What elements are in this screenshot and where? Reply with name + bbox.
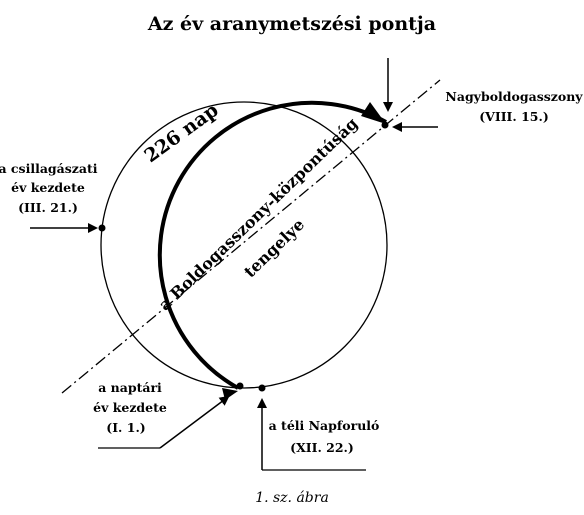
naptari-date: (I. 1.) [106,420,145,435]
arc-arrow-icon [361,102,386,124]
teli-date: (XII. 22.) [290,440,354,455]
arc-226-days [157,100,387,390]
diagram-title: Az év aranymetszési pontja [147,13,436,35]
year-circle [100,101,388,389]
naptari-line1: a naptári [98,380,162,395]
axis-label-1: a Boldogasszony-központúság [155,114,362,314]
figure-caption: 1. sz. ábra [255,490,329,506]
arc-days-label: 226 nap [140,99,222,167]
arrow-to-naptari-path [159,395,230,449]
csillagaszati-line1: a csillagászati [0,161,98,176]
axis-line [61,79,441,394]
arc-start-arrow-icon [222,388,238,400]
csillagaszati-line2: év kezdete [11,180,85,195]
dot-naptari [236,382,244,390]
csillagaszati-date: (III. 21.) [18,200,78,215]
teli-name: a téli Napforuló [269,418,380,433]
nagyboldogasszony-date: (VIII. 15.) [479,109,549,124]
nagyboldogasszony-name: Nagyboldogasszony [445,89,583,104]
dot-csillagaszati [98,224,106,232]
dot-nagyboldogasszony [381,121,389,129]
naptari-line2: év kezdete [93,400,167,415]
dot-teli [258,384,266,392]
